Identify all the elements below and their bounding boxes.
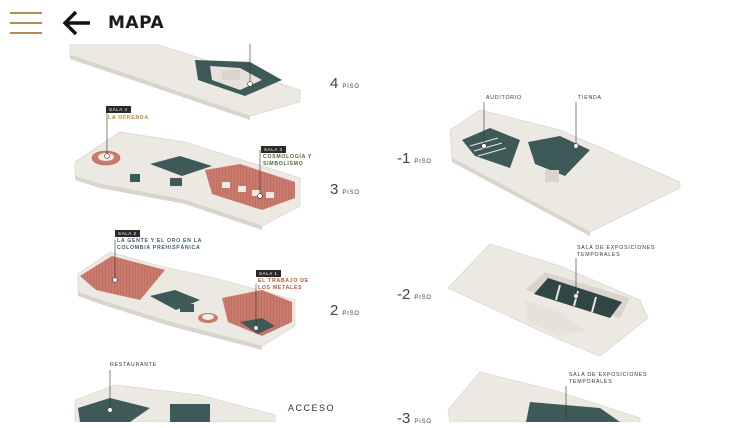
floor-number: -3	[397, 410, 411, 427]
sala-4-name[interactable]: LA OFRENDA	[108, 115, 149, 121]
floor-1-plan[interactable]	[74, 370, 276, 422]
expo-temporal-minus3-label[interactable]: SALA DE EXPOSICIONES TEMPORALES	[569, 372, 648, 385]
top-bar: MAPA	[0, 0, 750, 44]
auditorio-label[interactable]: AUDITORIO	[486, 95, 522, 101]
floor-unit: PISO	[414, 419, 432, 425]
floor-unit: PISO	[414, 159, 432, 165]
floor-minus1-plan[interactable]	[449, 102, 681, 236]
expo-temporal-minus2-label[interactable]: SALA DE EXPOSICIONES TEMPORALES	[577, 245, 656, 258]
floor-number: -2	[397, 286, 411, 303]
floor-number: 2	[330, 302, 339, 319]
hamburger-menu-icon[interactable]	[10, 12, 42, 34]
sala-4-tag: SALA 4	[106, 106, 131, 113]
page-title: MAPA	[108, 13, 165, 33]
acceso-label: ACCESO	[288, 403, 336, 413]
arrow-left-icon[interactable]	[62, 10, 92, 36]
floor-unit: PISO	[342, 84, 360, 90]
restaurante-label[interactable]: RESTAURANTE	[110, 362, 158, 368]
floor-4-plan[interactable]	[69, 41, 301, 120]
floor-2-plan[interactable]	[77, 240, 296, 350]
floor-minus3-plan[interactable]	[447, 371, 641, 422]
tienda-label[interactable]: TIENDA	[578, 95, 602, 101]
sala-3-tag: SALA 3	[261, 146, 286, 153]
floor-unit: PISO	[342, 190, 360, 196]
floor-number: -1	[397, 150, 411, 167]
floor-unit: PISO	[342, 311, 360, 317]
floor-number: 4	[330, 75, 339, 92]
sala-2-name[interactable]: LA GENTE Y EL ORO EN LA COLOMBIA PREHISP…	[117, 238, 202, 251]
sala-2-tag: SALA 2	[115, 230, 140, 237]
floor-minus2-plan[interactable]	[447, 243, 649, 357]
sala-1-name[interactable]: EL TRABAJO DE LOS METALES	[258, 278, 309, 291]
floor-unit: PISO	[414, 295, 432, 301]
sala-1-tag: SALA 1	[256, 270, 281, 277]
floor-3-plan[interactable]	[74, 112, 301, 230]
floor-number: 3	[330, 181, 339, 198]
sala-3-name[interactable]: COSMOLOGÍA Y SIMBOLISMO	[263, 154, 312, 167]
